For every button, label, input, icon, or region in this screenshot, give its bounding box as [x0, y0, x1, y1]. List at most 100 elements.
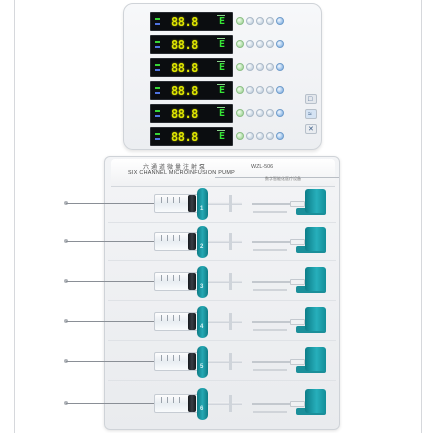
start-key[interactable] [236, 40, 244, 48]
channel-number: 3 [200, 284, 204, 290]
pump-body: 六通道微量注射泵 SIX CHANNEL MICROINFUSION PUMP … [104, 156, 340, 430]
lcd-screen: 88.8 E [150, 126, 233, 146]
lcd-screen: 88.8 E [150, 11, 233, 31]
channel-display-5: 88.8 E [150, 103, 298, 123]
plunger-rod [208, 320, 242, 323]
wave-icon: ≈ [308, 111, 312, 118]
drive-track [252, 281, 304, 283]
lcd-screen: 88.8 E [150, 80, 233, 100]
pump-header: 六通道微量注射泵 SIX CHANNEL MICROINFUSION PUMP … [111, 159, 339, 187]
mode-key[interactable] [276, 109, 284, 117]
drive-track [252, 361, 304, 363]
photo-frame-left [14, 0, 15, 433]
syringe-channel-3: 3 [0, 262, 433, 302]
pusher-block[interactable] [305, 347, 326, 371]
clear-key[interactable] [266, 63, 274, 71]
stop-key[interactable] [246, 40, 254, 48]
clear-key[interactable] [266, 40, 274, 48]
plunger-flange [229, 395, 232, 412]
clear-key[interactable] [266, 17, 274, 25]
lane-separator [108, 260, 336, 261]
clear-key[interactable] [266, 132, 274, 140]
plunger-rod [208, 280, 242, 283]
channel-display-3: 88.8 E [150, 57, 298, 77]
drive-track [252, 321, 304, 323]
flow-key[interactable]: ≈ [305, 109, 317, 119]
pusher-block[interactable] [305, 189, 326, 213]
start-key[interactable] [236, 109, 244, 117]
start-key[interactable] [236, 86, 244, 94]
track-slot [253, 369, 287, 371]
start-key[interactable] [236, 63, 244, 71]
channel-number: 5 [200, 364, 204, 370]
lane-separator [108, 222, 336, 223]
channel-display-1: 88.8 E [150, 11, 298, 31]
menu-key[interactable]: □ [305, 94, 317, 104]
stop-key[interactable] [246, 17, 254, 25]
mode-key[interactable] [276, 86, 284, 94]
control-unit: 88.8 E 88.8 E 88.8 E [123, 3, 322, 150]
syringe-clamp[interactable] [197, 306, 208, 338]
pusher-block[interactable] [305, 389, 326, 413]
mute-icon: ✕ [308, 126, 314, 133]
stop-key[interactable] [246, 63, 254, 71]
model-name-cn: 六通道微量注射泵 [143, 165, 208, 171]
pusher-grip[interactable] [290, 401, 305, 407]
plunger-seal [188, 353, 196, 370]
bolus-key[interactable] [256, 132, 264, 140]
lcd-reading: 88.8 [171, 106, 198, 121]
syringe-clamp[interactable] [197, 226, 208, 258]
track-slot [253, 249, 287, 251]
infusion-line [66, 281, 154, 282]
mode-key[interactable] [276, 132, 284, 140]
pusher-grip[interactable] [290, 359, 305, 365]
plunger-flange [229, 353, 232, 370]
model-sub-label: 数字智能化医疗设备 [265, 176, 301, 181]
syringe-clamp[interactable] [197, 346, 208, 378]
bolus-key[interactable] [256, 17, 264, 25]
lcd-screen: 88.8 E [150, 34, 233, 54]
drive-track [252, 241, 304, 243]
pusher-grip[interactable] [290, 201, 305, 207]
bolus-key[interactable] [256, 86, 264, 94]
plunger-seal [188, 195, 196, 212]
start-key[interactable] [236, 132, 244, 140]
clear-key[interactable] [266, 86, 274, 94]
pusher-grip[interactable] [290, 239, 305, 245]
drive-track [252, 203, 304, 205]
lane-separator [108, 300, 336, 301]
menu-icon: □ [308, 96, 313, 103]
stop-key[interactable] [246, 132, 254, 140]
channel-keys [236, 17, 286, 25]
mode-key[interactable] [276, 40, 284, 48]
mute-key[interactable]: ✕ [305, 124, 317, 134]
pusher-block[interactable] [305, 307, 326, 331]
lcd-status: E [218, 61, 225, 73]
stop-key[interactable] [246, 109, 254, 117]
start-key[interactable] [236, 17, 244, 25]
syringe-clamp[interactable] [197, 188, 208, 220]
mode-key[interactable] [276, 17, 284, 25]
plunger-seal [188, 233, 196, 250]
pusher-grip[interactable] [290, 279, 305, 285]
bolus-key[interactable] [256, 63, 264, 71]
pusher-grip[interactable] [290, 319, 305, 325]
plunger-rod [208, 360, 242, 363]
pusher-block[interactable] [305, 227, 326, 251]
stop-key[interactable] [246, 86, 254, 94]
lcd-screen: 88.8 E [150, 57, 233, 77]
syringe-clamp[interactable] [197, 388, 208, 420]
lane-separator [108, 380, 336, 381]
clear-key[interactable] [266, 109, 274, 117]
bolus-key[interactable] [256, 109, 264, 117]
lcd-reading: 88.8 [171, 14, 198, 29]
pusher-block[interactable] [305, 267, 326, 291]
syringe-clamp[interactable] [197, 266, 208, 298]
infusion-line [66, 241, 154, 242]
plunger-seal [188, 313, 196, 330]
bolus-key[interactable] [256, 40, 264, 48]
model-name-en: SIX CHANNEL MICROINFUSION PUMP [128, 170, 236, 176]
lcd-status: E [218, 107, 225, 119]
mode-key[interactable] [276, 63, 284, 71]
infusion-line [66, 361, 154, 362]
